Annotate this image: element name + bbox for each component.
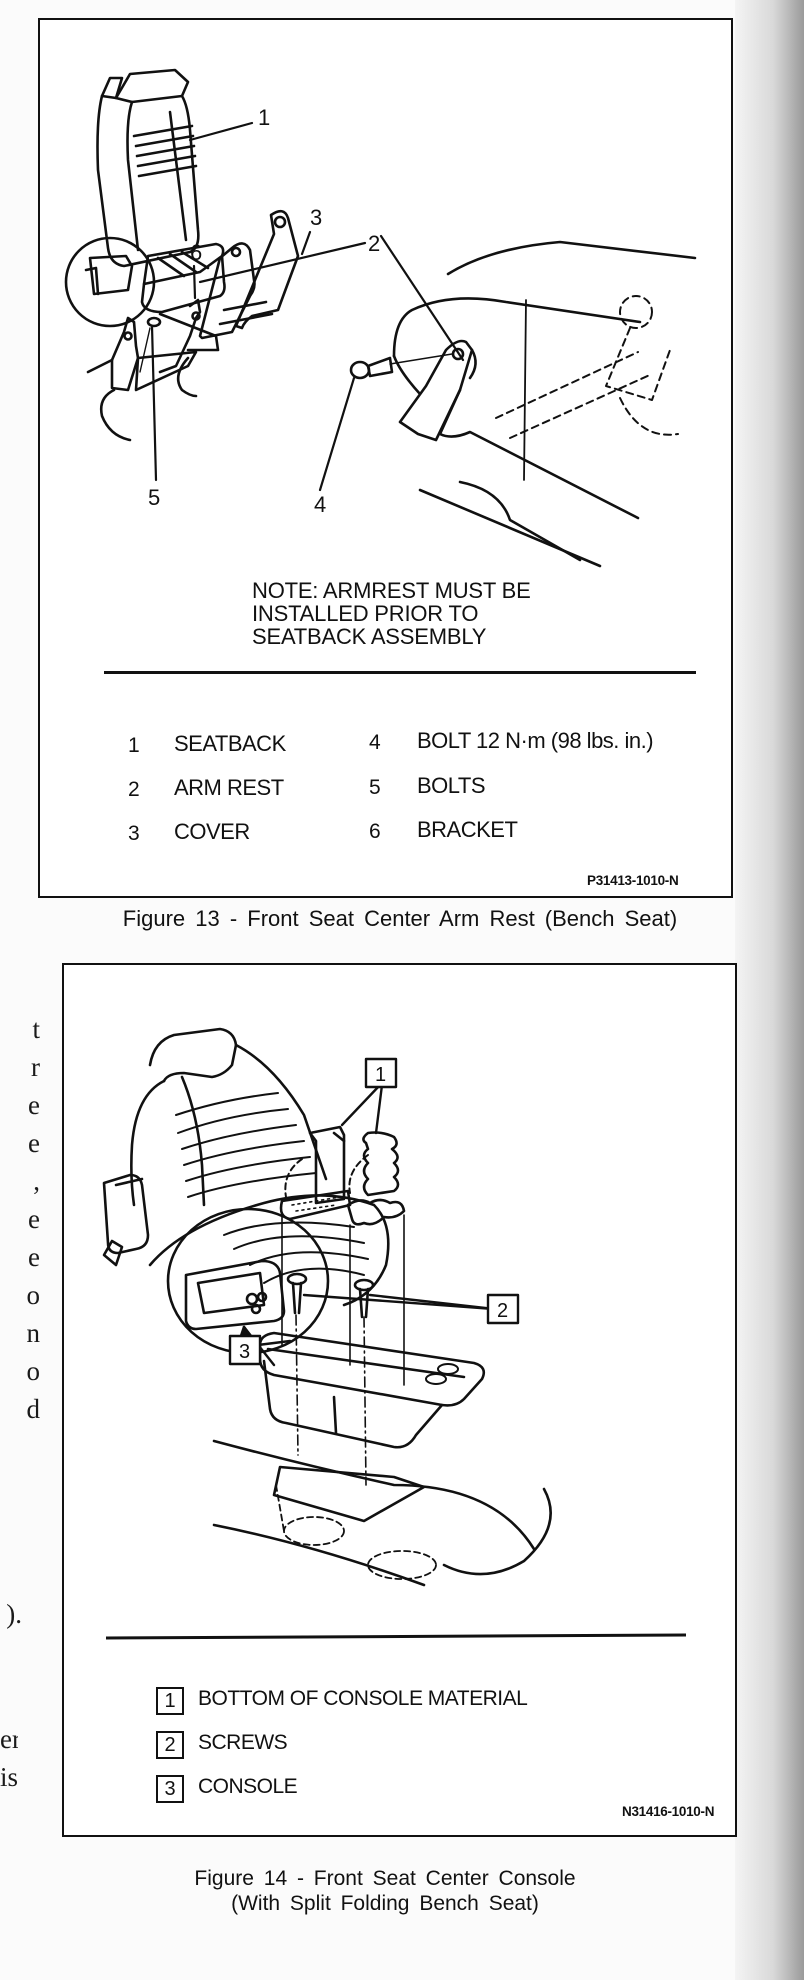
- margin-char: t: [32, 1014, 40, 1044]
- seatback-drawing: [64, 68, 465, 362]
- figure-13-caption: Figure 13 - Front Seat Center Arm Rest (…: [122, 906, 678, 931]
- margin-char: er: [0, 1724, 18, 1754]
- figure-14-caption: Figure 14 - Front Seat Center Console (W…: [90, 1866, 680, 1916]
- callout-1: 1: [258, 105, 270, 130]
- callout-box-3: 3: [239, 1341, 250, 1363]
- legend-number-box: 2: [156, 1731, 184, 1759]
- page-edge-shadow: [735, 0, 804, 1980]
- margin-text-lower-2: er is: [0, 1720, 18, 1796]
- console-drawing: [212, 1214, 552, 1587]
- legend-number: 6: [369, 820, 381, 843]
- margin-text-upper: t r e e , e e o n o d: [0, 1010, 41, 1428]
- legend-number: 4: [369, 731, 381, 754]
- legend-label: BRACKET: [417, 817, 518, 842]
- margin-char: o: [26, 1356, 41, 1386]
- legend-divider: [104, 671, 696, 674]
- boxed-callouts: [228, 1057, 520, 1366]
- figure-13-box: 1 2 3 4 5 6 NOTE: ARMREST MUST BE INSTAL…: [38, 18, 733, 898]
- legend-number-box: 3: [156, 1775, 184, 1803]
- legend-number: 1: [128, 734, 140, 757]
- trim-material-drawing: [279, 1083, 406, 1226]
- legend-label: BOTTOM OF CONSOLE MATERIAL: [198, 1687, 528, 1710]
- margin-char: is: [0, 1762, 18, 1792]
- seat-drawing: [102, 1027, 390, 1367]
- legend-label: BOLT 12 N·m (98 lbs. in.): [417, 728, 654, 753]
- legend-label: CONSOLE: [198, 1775, 298, 1798]
- margin-char: e: [28, 1090, 40, 1120]
- legend-label: SCREWS: [198, 1731, 288, 1754]
- figure-14-illustration: 1 2 3: [102, 1027, 552, 1587]
- margin-char: d: [26, 1394, 41, 1424]
- margin-char: e: [28, 1242, 40, 1272]
- caption-line-1: Figure 14 - Front Seat Center Console: [194, 1867, 576, 1890]
- margin-char: r: [31, 1052, 40, 1082]
- legend-label: ARM REST: [174, 775, 284, 800]
- margin-char: e: [28, 1204, 40, 1234]
- callout-6: 6: [190, 240, 202, 265]
- legend-number: 5: [369, 776, 381, 799]
- margin-char: n: [26, 1318, 41, 1348]
- note-line: SEATBACK ASSEMBLY: [252, 624, 487, 649]
- margin-text-lower-1: ).: [0, 1595, 22, 1633]
- legend-number: 3: [128, 822, 140, 845]
- callout-2: 2: [368, 231, 380, 256]
- armrest-drawing: [318, 240, 697, 568]
- margin-char: o: [26, 1280, 41, 1310]
- callout-5: 5: [148, 485, 160, 510]
- legend-number-box: 1: [156, 1687, 184, 1715]
- margin-char: ).: [6, 1599, 22, 1629]
- margin-char: e: [28, 1128, 40, 1158]
- bracket-drawing: [86, 209, 312, 482]
- callout-4: 4: [314, 492, 326, 517]
- legend-label: COVER: [174, 819, 250, 844]
- figure-14-box: 1 2 3 1 BOTTOM OF CONSOLE MATERIAL 2 SCR…: [62, 963, 737, 1837]
- callout-box-1: 1: [375, 1064, 386, 1086]
- legend-number: 2: [128, 778, 140, 801]
- note-line: NOTE: ARMREST MUST BE: [252, 578, 531, 603]
- legend-label: SEATBACK: [174, 731, 286, 756]
- legend-label: BOLTS: [417, 773, 486, 798]
- armrest-note: NOTE: ARMREST MUST BE INSTALLED PRIOR TO…: [252, 579, 531, 648]
- figure-code: N31416-1010-N: [622, 1804, 715, 1819]
- caption-line-2: (With Split Folding Bench Seat): [231, 1892, 539, 1915]
- figure-13-illustration: 1 2 3 4 5 6: [64, 68, 697, 568]
- margin-char: ,: [33, 1166, 40, 1196]
- callout-3: 3: [310, 205, 322, 230]
- note-line: INSTALLED PRIOR TO: [252, 601, 479, 626]
- figure-code: P31413-1010-N: [587, 873, 679, 888]
- callout-box-2: 2: [497, 1300, 508, 1322]
